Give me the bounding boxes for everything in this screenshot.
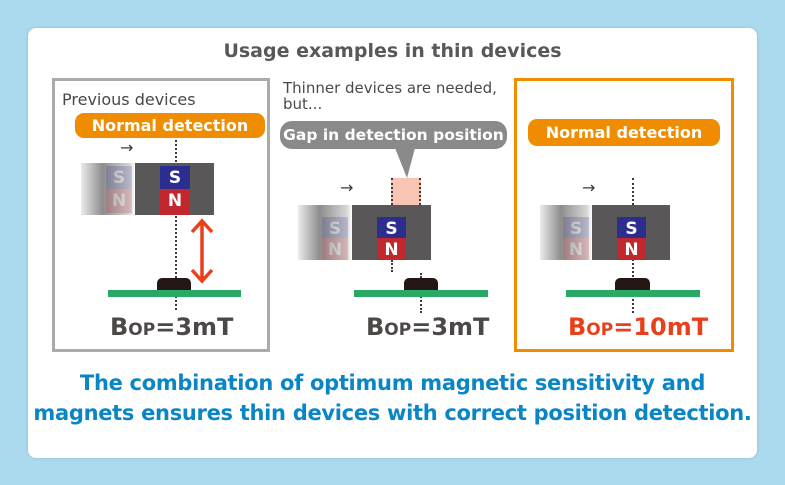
circuit-board <box>354 290 488 297</box>
magnet-ghost <box>540 205 592 260</box>
bop-symbol: B <box>110 313 129 341</box>
motion-arrow-icon: → <box>340 178 354 197</box>
ghost-north: N <box>106 189 132 213</box>
magnet-south: S <box>617 217 646 239</box>
panel2-bop: BOP=3mT <box>366 313 489 341</box>
sensor-chip <box>157 278 191 291</box>
sensor-chip <box>615 278 650 291</box>
gap-line-left <box>391 178 393 205</box>
magnet-ghost <box>298 205 352 260</box>
bop-value: =3mT <box>155 313 234 341</box>
panel3-bop: BOP=10mT <box>568 313 708 341</box>
bop-value: =3mT <box>411 313 490 341</box>
ghost-south: S <box>563 217 589 239</box>
panel3-label: Normal detection <box>528 119 720 146</box>
previous-devices-box <box>52 78 270 352</box>
bop-symbol: B <box>366 313 385 341</box>
panel2-caption-line1: Thinner devices are needed, <box>283 79 497 97</box>
magnet-south: S <box>160 166 190 189</box>
detection-line <box>175 140 177 310</box>
magnet-north: N <box>160 189 190 215</box>
sensor-chip <box>404 278 438 291</box>
callout-pointer <box>395 148 415 178</box>
magnet-north: N <box>617 238 646 260</box>
circuit-board <box>566 290 700 297</box>
conclusion-line2: magnets ensures thin devices with correc… <box>33 401 752 425</box>
new-devices-box <box>514 78 734 352</box>
detection-gap-area <box>391 178 421 205</box>
magnet-south: S <box>377 217 406 239</box>
circuit-board <box>108 290 241 297</box>
ghost-south: S <box>106 166 132 189</box>
magnet-line <box>391 260 393 272</box>
distance-arrow-icon <box>190 218 214 284</box>
panel1-caption: Previous devices <box>62 90 196 109</box>
ghost-north: N <box>563 238 589 260</box>
gap-line-right <box>419 178 421 205</box>
magnet-ghost <box>81 163 135 215</box>
bop-subscript: OP <box>384 320 412 340</box>
magnet-north: N <box>377 238 406 260</box>
motion-arrow-icon: → <box>120 138 134 157</box>
ghost-south: S <box>322 217 348 239</box>
bop-subscript: OP <box>128 320 156 340</box>
bop-symbol: B <box>568 313 587 341</box>
bop-subscript: OP <box>586 320 614 340</box>
diagram-title: Usage examples in thin devices <box>223 40 562 62</box>
conclusion-line1: The combination of optimum magnetic sens… <box>79 371 706 395</box>
panel1-bop: BOP=3mT <box>110 313 233 341</box>
panel2-label: Gap in detection position <box>280 121 507 149</box>
bop-value: =10mT <box>613 313 709 341</box>
panel1-label: Normal detection <box>75 113 265 138</box>
ghost-north: N <box>322 238 348 260</box>
motion-arrow-icon: → <box>582 178 596 197</box>
panel2-caption-line2: but... <box>283 95 323 113</box>
